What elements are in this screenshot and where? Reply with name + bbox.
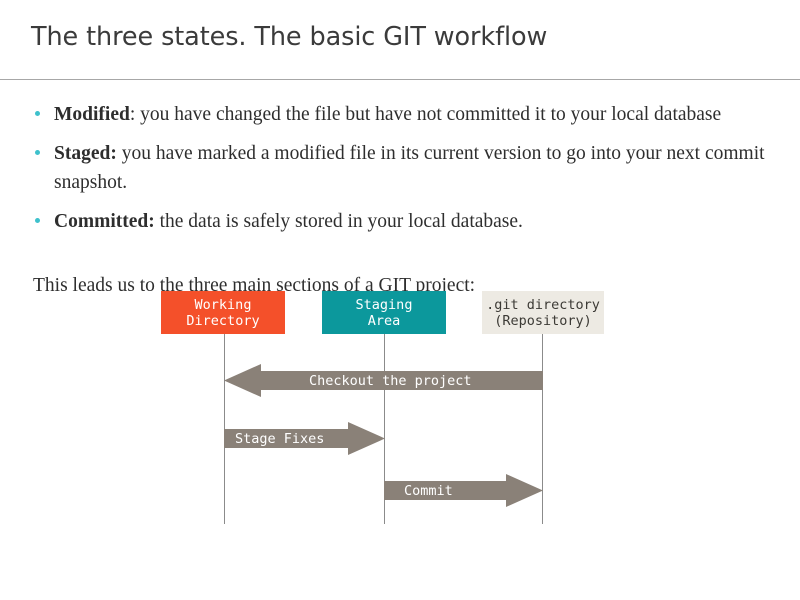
bullet-text: you have changed the file but have not c… bbox=[135, 104, 722, 125]
arrow-stage-fixes bbox=[224, 422, 385, 455]
bullet-dot-icon bbox=[35, 111, 40, 116]
bullet-term: Modified bbox=[54, 104, 130, 125]
bullet-dot-icon bbox=[35, 218, 40, 223]
node-label-line1: .git directory bbox=[486, 296, 600, 313]
lifeline-git-directory bbox=[542, 334, 543, 524]
node-working-directory: Working Directory bbox=[161, 291, 285, 334]
node-label-line2: Directory bbox=[186, 312, 260, 329]
node-label-line2: (Repository) bbox=[494, 312, 592, 329]
node-git-directory: .git directory (Repository) bbox=[482, 291, 604, 334]
bullet-term: Committed: bbox=[54, 211, 155, 232]
node-label-line2: Area bbox=[367, 312, 401, 329]
list-item: Modified: you have changed the file but … bbox=[33, 100, 773, 129]
arrow-label-commit: Commit bbox=[404, 483, 453, 499]
node-staging-area: Staging Area bbox=[322, 291, 446, 334]
lifeline-staging-area bbox=[384, 334, 385, 524]
bullet-list: Modified: you have changed the file but … bbox=[33, 100, 773, 246]
arrow-label-checkout: Checkout the project bbox=[309, 373, 472, 389]
list-item: Staged: you have marked a modified file … bbox=[33, 139, 773, 197]
arrow-commit bbox=[384, 474, 543, 507]
title-divider bbox=[0, 79, 800, 80]
arrow-label-stage-fixes: Stage Fixes bbox=[235, 431, 325, 447]
bullet-term: Staged: bbox=[54, 143, 117, 164]
list-item: Committed: the data is safely stored in … bbox=[33, 207, 773, 236]
bullet-text: the data is safely stored in your local … bbox=[154, 211, 523, 232]
node-label-line1: Staging bbox=[355, 296, 413, 313]
bullet-dot-icon bbox=[35, 150, 40, 155]
lead-in-text: This leads us to the three main sections… bbox=[33, 275, 476, 296]
node-label-line1: Working bbox=[194, 296, 252, 313]
page-title: The three states. The basic GIT workflow bbox=[31, 22, 548, 52]
bullet-text: you have marked a modified file in its c… bbox=[54, 143, 765, 193]
bullet-separator: : bbox=[129, 104, 136, 125]
arrow-checkout-the-project bbox=[224, 364, 543, 397]
